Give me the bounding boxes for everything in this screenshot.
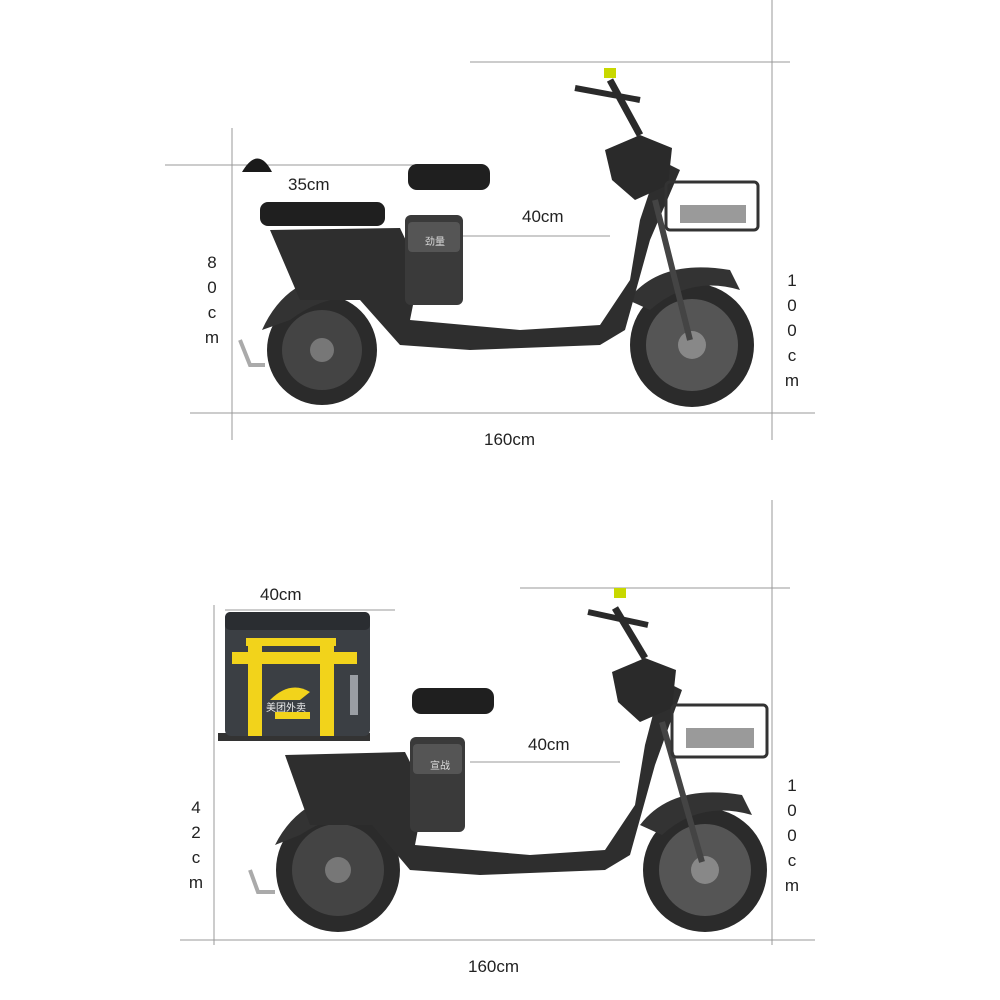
total-height-label: 100cm [784,776,800,895]
scooter-illustration-bottom [180,500,815,945]
battery-brand-label: 劲量 [425,237,445,248]
box-width-label: 40cm [260,585,302,604]
rear-wheel [262,274,377,405]
scooter-diagram-top: 35cm 40cm 80cm 100cm 160cm 劲量 [165,0,815,449]
seat-length-label: 35cm [288,175,330,194]
rear-wheel [275,791,400,932]
delivery-box [225,612,370,736]
total-length-label: 160cm [468,957,520,976]
total-height-label: 100cm [784,271,800,390]
scooter-illustration-top [165,0,815,440]
floor-length-label: 40cm [522,207,564,226]
front-wheel [628,267,754,407]
floor-length-label: 40cm [528,735,570,754]
delivery-box-text: 美团外卖 [266,703,306,714]
rack-height-label: 42cm [188,798,204,892]
front-wheel [640,792,767,932]
battery-brand-label: 宣战 [430,761,450,772]
seat-height-label: 80cm [204,253,220,347]
scooter-diagram-bottom: 40cm 40cm 42cm 100cm 160cm 宣战 美团外卖 [0,500,1000,1000]
total-length-label: 160cm [484,430,536,449]
